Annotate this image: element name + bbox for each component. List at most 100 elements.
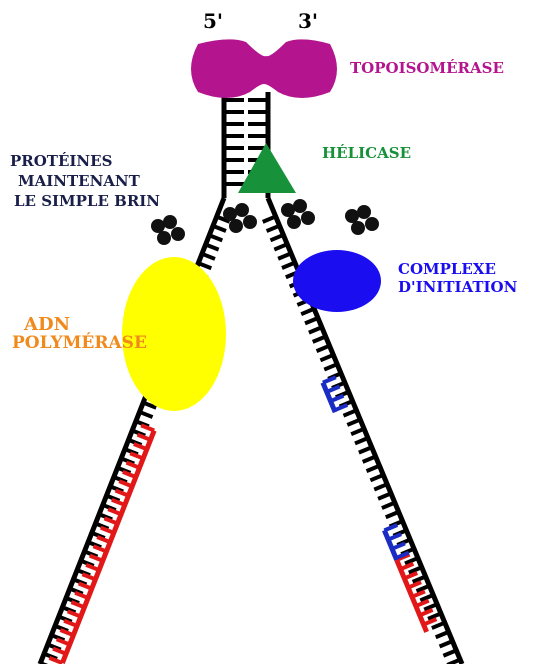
okazaki-fragment-tick bbox=[404, 573, 417, 578]
ssb-protein bbox=[229, 219, 243, 233]
base-tick bbox=[347, 420, 360, 425]
base-tick bbox=[367, 466, 380, 471]
new-base-tick bbox=[130, 453, 143, 458]
base-tick bbox=[436, 632, 449, 637]
base-tick bbox=[343, 410, 356, 415]
new-base-tick bbox=[134, 444, 147, 449]
new-base-tick bbox=[79, 584, 92, 589]
three-prime-label: 3' bbox=[298, 9, 318, 33]
base-tick bbox=[267, 226, 280, 231]
five-prime-label: 5' bbox=[203, 9, 223, 33]
base-tick bbox=[140, 412, 153, 417]
new-base-tick bbox=[97, 537, 110, 542]
new-base-tick bbox=[75, 593, 88, 598]
new-base-tick bbox=[82, 574, 95, 579]
ssb-label-line2: MAINTENANT bbox=[18, 172, 141, 190]
base-tick bbox=[309, 327, 322, 332]
base-tick bbox=[213, 226, 226, 231]
base-tick bbox=[374, 484, 387, 489]
base-tick bbox=[320, 355, 333, 360]
base-tick bbox=[363, 456, 376, 461]
base-tick bbox=[355, 438, 368, 443]
base-tick bbox=[447, 660, 460, 664]
rna-primer-2-tick bbox=[392, 543, 405, 548]
new-base-tick bbox=[71, 602, 84, 607]
ssb-protein bbox=[157, 231, 171, 245]
ssb-protein bbox=[287, 215, 301, 229]
ssb-label-line1: PROTÉINES bbox=[10, 152, 112, 170]
new-base-tick bbox=[57, 639, 70, 644]
base-tick bbox=[317, 346, 330, 351]
new-base-tick bbox=[119, 481, 132, 486]
okazaki-fragment-tick bbox=[424, 619, 437, 624]
ssb-protein bbox=[163, 215, 177, 229]
topoisomerase-label: TOPOISOMÉRASE bbox=[350, 59, 504, 77]
ssb-protein-cluster bbox=[345, 205, 379, 235]
topoisomerase-shape bbox=[191, 39, 337, 98]
new-base-tick bbox=[115, 490, 128, 495]
new-base-tick bbox=[104, 518, 117, 523]
rna-primers bbox=[323, 377, 409, 560]
polymerase-label-line1: ADN bbox=[23, 314, 70, 335]
base-tick bbox=[282, 263, 295, 268]
rna-primer-1-tick bbox=[323, 377, 336, 382]
base-tick bbox=[206, 245, 219, 250]
base-tick bbox=[274, 244, 287, 249]
rna-primer-2-tick bbox=[388, 534, 401, 539]
base-tick bbox=[440, 641, 453, 646]
okazaki-fragment-tick bbox=[416, 601, 429, 606]
new-base-tick bbox=[112, 500, 125, 505]
ssb-label-line3: LE SIMPLE BRIN bbox=[14, 192, 160, 210]
base-tick bbox=[278, 253, 291, 258]
base-tick bbox=[443, 650, 456, 655]
polymerase-label-line2: POLYMÉRASE bbox=[12, 332, 147, 353]
ssb-protein bbox=[243, 215, 257, 229]
base-tick bbox=[382, 503, 395, 508]
okazaki-fragment-tick bbox=[420, 610, 433, 615]
ssb-protein bbox=[357, 205, 371, 219]
base-tick bbox=[270, 235, 283, 240]
new-base-tick bbox=[60, 630, 73, 635]
new-base-tick bbox=[137, 435, 150, 440]
new-base-tick bbox=[141, 425, 154, 430]
ssb-protein bbox=[365, 217, 379, 231]
new-base-tick bbox=[123, 472, 136, 477]
new-base-tick bbox=[126, 463, 139, 468]
new-base-tick bbox=[93, 546, 106, 551]
base-tick bbox=[378, 493, 391, 498]
new-base-tick bbox=[64, 621, 77, 626]
ssb-protein bbox=[351, 221, 365, 235]
leading-new-strand bbox=[62, 431, 154, 664]
ssb-protein bbox=[171, 227, 185, 241]
base-tick bbox=[301, 309, 314, 314]
base-tick bbox=[198, 263, 211, 268]
new-base-tick bbox=[86, 565, 99, 570]
initiation-label-line2: D'INITIATION bbox=[398, 278, 518, 296]
base-tick bbox=[359, 447, 372, 452]
new-base-tick bbox=[53, 649, 66, 654]
rna-primer-1-tick bbox=[334, 405, 347, 410]
ssb-protein-cluster bbox=[281, 199, 315, 229]
ssb-protein bbox=[223, 207, 237, 221]
ssb-protein-cluster bbox=[223, 203, 257, 233]
helicase-label: HÉLICASE bbox=[322, 144, 411, 162]
new-base-tick bbox=[90, 556, 103, 561]
base-tick bbox=[313, 336, 326, 341]
base-tick bbox=[305, 318, 318, 323]
ssb-protein bbox=[345, 209, 359, 223]
new-base-tick bbox=[68, 611, 81, 616]
base-tick bbox=[209, 235, 222, 240]
new-base-tick bbox=[49, 658, 62, 663]
base-tick bbox=[351, 429, 364, 434]
base-tick bbox=[263, 216, 276, 221]
base-tick bbox=[202, 254, 215, 259]
rna-primer-2-tick bbox=[384, 525, 397, 530]
ssb-protein-cluster bbox=[151, 215, 185, 245]
ssb-protein bbox=[235, 203, 249, 217]
new-base-tick bbox=[101, 528, 114, 533]
initiation-label-line1: COMPLEXE bbox=[398, 260, 496, 278]
ssb-protein bbox=[281, 203, 295, 217]
okazaki-fragment-tick bbox=[408, 582, 421, 587]
new-base-tick bbox=[108, 509, 121, 514]
